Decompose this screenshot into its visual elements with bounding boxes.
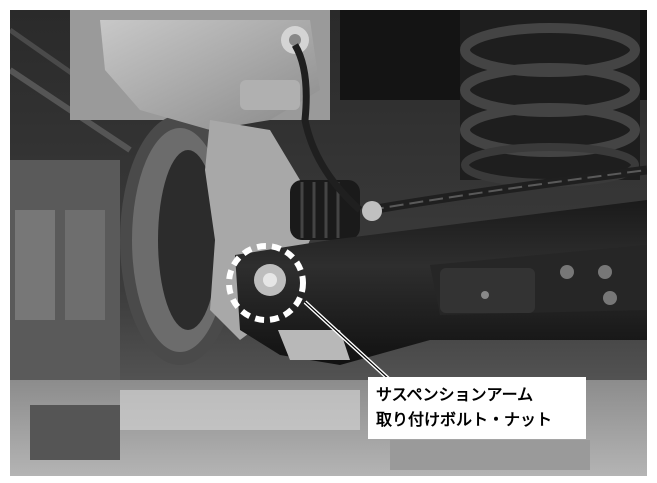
lower-suspension-arm (235, 200, 647, 365)
callout-label: サスペンションアーム 取り付けボルト・ナット (368, 377, 586, 439)
callout-line-2: 取り付けボルト・ナット (376, 410, 553, 429)
suspension-photo (10, 10, 647, 476)
drive-shaft-boot (290, 180, 360, 240)
brake-hose (291, 43, 647, 221)
brake-disc (120, 115, 240, 365)
brake-caliper (100, 20, 320, 130)
callout-line-1: サスペンションアーム (376, 385, 534, 404)
bolt-marker-circle (226, 243, 306, 323)
coil-spring (460, 10, 640, 187)
